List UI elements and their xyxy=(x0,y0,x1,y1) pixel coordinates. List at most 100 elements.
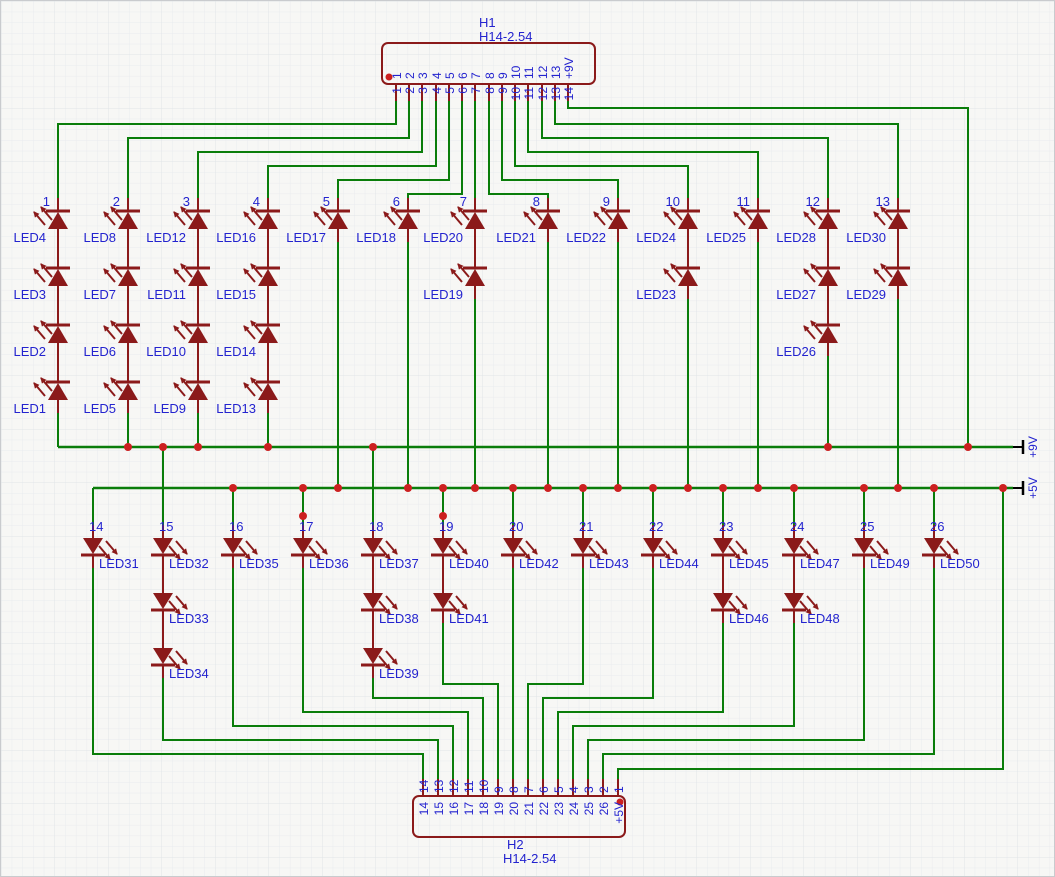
wire-bot-col[interactable] xyxy=(557,623,724,779)
led-label: LED31 xyxy=(99,556,139,571)
led-symbol[interactable] xyxy=(243,206,280,229)
led-symbol[interactable] xyxy=(313,206,350,229)
wire-top-col[interactable] xyxy=(554,101,899,198)
wire-bot-col[interactable] xyxy=(232,568,454,779)
wire-bot-col[interactable] xyxy=(302,568,469,779)
led-symbol[interactable] xyxy=(243,377,280,400)
led-symbol[interactable] xyxy=(782,538,819,560)
led-symbol[interactable] xyxy=(803,263,840,286)
h2-pin-number: 11 xyxy=(462,780,476,793)
column-number: 5 xyxy=(323,194,330,209)
column-number: 16 xyxy=(229,519,243,534)
wire-bot-col[interactable] xyxy=(442,623,499,779)
led-label: LED34 xyxy=(169,666,209,681)
wire-top-col[interactable] xyxy=(407,101,463,198)
led-symbol[interactable] xyxy=(450,206,487,229)
wire-top-col[interactable] xyxy=(337,101,450,198)
led-symbol[interactable] xyxy=(33,377,70,400)
led-symbol[interactable] xyxy=(803,206,840,229)
led-label: LED11 xyxy=(147,287,186,302)
junction-dot xyxy=(159,443,167,451)
wire-bot-col[interactable] xyxy=(372,678,484,779)
led-symbol[interactable] xyxy=(173,377,210,400)
led-symbol[interactable] xyxy=(173,263,210,286)
h1-pin-number: 5 xyxy=(443,87,457,94)
column-number: 22 xyxy=(649,519,663,534)
column-number: 14 xyxy=(89,519,103,534)
wire-bot-col[interactable] xyxy=(602,568,935,779)
led-label: LED6 xyxy=(83,344,116,359)
wire-top-col[interactable] xyxy=(541,101,829,198)
wire-top-col[interactable] xyxy=(267,101,437,198)
led-symbol[interactable] xyxy=(243,263,280,286)
led-symbol[interactable] xyxy=(663,263,700,286)
led-symbol[interactable] xyxy=(173,206,210,229)
led-symbol[interactable] xyxy=(33,263,70,286)
wire-h2-5v-feed[interactable] xyxy=(617,488,1004,779)
led-symbol[interactable] xyxy=(383,206,420,229)
wire-top-col[interactable] xyxy=(57,101,397,198)
wire-top-col[interactable] xyxy=(501,101,619,198)
h1-pin-number: 2 xyxy=(403,87,417,94)
wire-h1-9v-feed[interactable] xyxy=(567,101,969,447)
column-number: 10 xyxy=(666,194,680,209)
led-symbol[interactable] xyxy=(663,206,700,229)
h1-part: H14-2.54 xyxy=(479,29,532,44)
wire-bot-col[interactable] xyxy=(92,568,424,779)
wire-top-col[interactable] xyxy=(127,101,410,198)
led-symbol[interactable] xyxy=(243,320,280,343)
led-label: LED29 xyxy=(846,287,886,302)
power-flag-+5v[interactable] xyxy=(1013,481,1025,495)
led-symbol[interactable] xyxy=(33,206,70,229)
h1-net-label: 4 xyxy=(430,72,444,79)
led-symbol[interactable] xyxy=(873,263,910,286)
wire-top-col[interactable] xyxy=(488,101,549,198)
led-symbol[interactable] xyxy=(873,206,910,229)
led-symbol[interactable] xyxy=(733,206,770,229)
led-symbol[interactable] xyxy=(803,320,840,343)
led-symbol[interactable] xyxy=(782,593,819,615)
wire-bot-col[interactable] xyxy=(527,568,584,779)
wire-top-col[interactable] xyxy=(514,101,689,198)
wire-bot-col[interactable] xyxy=(587,568,865,779)
led-symbol[interactable] xyxy=(33,320,70,343)
h2-net-label: 21 xyxy=(522,802,536,816)
junction-dot xyxy=(194,443,202,451)
led-symbol[interactable] xyxy=(151,538,188,560)
column-number: 1 xyxy=(43,194,50,209)
h1-pin-number: 14 xyxy=(562,87,576,101)
junction-dot xyxy=(649,484,657,492)
h2-connector-box[interactable] xyxy=(412,795,626,838)
led-symbol[interactable] xyxy=(103,320,140,343)
wire-bot-col[interactable] xyxy=(162,678,439,779)
led-label: LED40 xyxy=(449,556,489,571)
led-label: LED15 xyxy=(216,287,256,302)
led-symbol[interactable] xyxy=(173,320,210,343)
h2-pin-number: 7 xyxy=(522,786,536,793)
wire-bot-col[interactable] xyxy=(542,568,654,779)
column-number: 19 xyxy=(439,519,453,534)
junction-dot xyxy=(964,443,972,451)
led-symbol[interactable] xyxy=(523,206,560,229)
led-symbol[interactable] xyxy=(103,263,140,286)
led-symbol[interactable] xyxy=(593,206,630,229)
led-label: LED13 xyxy=(216,401,256,416)
led-symbol[interactable] xyxy=(103,377,140,400)
h1-net-label: 7 xyxy=(469,72,483,79)
led-symbol[interactable] xyxy=(450,263,487,286)
led-symbol[interactable] xyxy=(103,206,140,229)
led-label: LED35 xyxy=(239,556,279,571)
h1-net-label: 5 xyxy=(443,72,457,79)
led-label: LED50 xyxy=(940,556,980,571)
column-number: 18 xyxy=(369,519,383,534)
junction-dot xyxy=(369,443,377,451)
column-number: 4 xyxy=(253,194,260,209)
junction-dot xyxy=(719,484,727,492)
led-symbol[interactable] xyxy=(151,648,188,670)
wire-bot-col[interactable] xyxy=(572,623,795,779)
wire-top-col[interactable] xyxy=(197,101,423,198)
power-flag-+9v[interactable] xyxy=(1013,440,1025,454)
junction-layer xyxy=(124,73,1007,806)
wire-top-col[interactable] xyxy=(527,101,759,198)
